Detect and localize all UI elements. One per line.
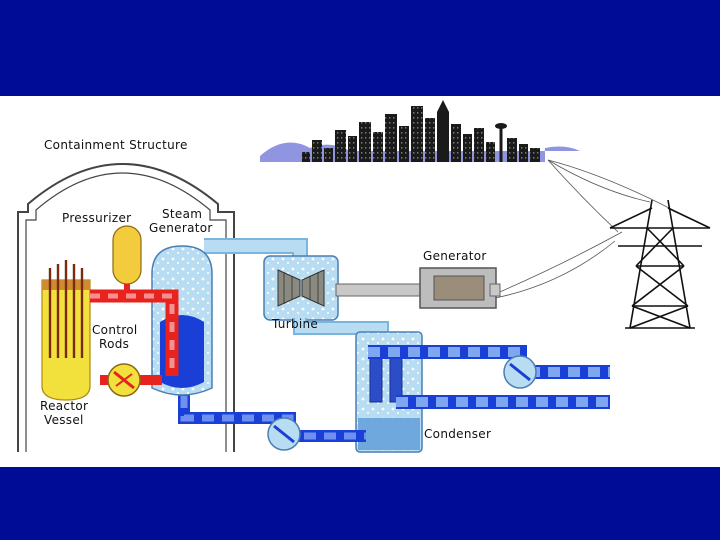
slide-bottom-band [0, 467, 720, 540]
control-rods [48, 260, 84, 358]
generator-label: Generator [423, 249, 487, 263]
cooling-water-loop [368, 345, 610, 409]
diagram-panel: Containment Structure Pressurizer Steam … [0, 96, 720, 467]
pressurizer [112, 225, 142, 296]
generator [419, 267, 501, 309]
reactor-vessel-label-line1: Reactor [40, 399, 88, 413]
steam-generator-label-line2: Generator [149, 221, 213, 235]
city-skyline [260, 100, 580, 162]
containment-structure [17, 163, 235, 452]
condenser-label: Condenser [424, 427, 491, 441]
transmission-tower-icon [609, 199, 711, 329]
feedwater-line [178, 376, 366, 451]
nuclear-plant-diagram: Containment Structure Pressurizer Steam … [17, 100, 711, 453]
control-rods-label-line2: Rods [99, 337, 129, 351]
reactor-vessel-label-line2: Vessel [44, 413, 84, 427]
slide-top-band [0, 0, 720, 96]
turbine-label: Turbine [271, 317, 318, 331]
control-rods-label-line1: Control [92, 323, 137, 337]
containment-structure-label: Containment Structure [44, 138, 188, 152]
pressurizer-label: Pressurizer [62, 211, 131, 225]
condenser [355, 331, 423, 453]
steam-generator [151, 245, 213, 396]
transmission-lines [489, 159, 689, 300]
turbine [263, 255, 339, 321]
reactor-coolant-pump [107, 363, 141, 397]
turbine-shaft [335, 283, 433, 297]
steam-generator-label-line1: Steam [162, 207, 202, 221]
